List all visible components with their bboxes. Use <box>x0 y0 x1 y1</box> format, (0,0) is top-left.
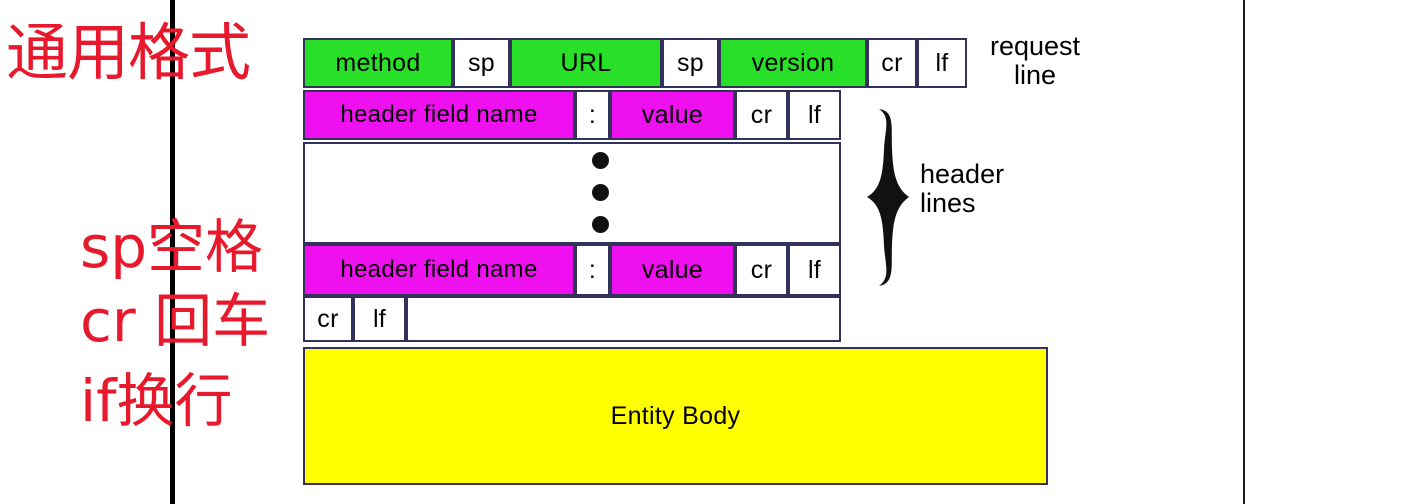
annotation-note-lf: if换行 <box>80 367 233 435</box>
cell-lf-header-n: lf <box>788 244 841 296</box>
cell-header-field-name-1: header field name <box>303 90 575 140</box>
cell-blank-line-filler <box>406 296 841 342</box>
vertical-divider-right <box>1243 0 1245 504</box>
cell-cr-request-line: cr <box>867 38 917 88</box>
cell-version: version <box>719 38 867 88</box>
cell-cr-header-n: cr <box>735 244 788 296</box>
cell-header-ellipsis-row <box>303 142 841 244</box>
cell-sp-1: sp <box>453 38 510 88</box>
vertical-ellipsis-icon <box>592 152 610 236</box>
ellipsis-dot-1 <box>592 152 609 169</box>
ellipsis-dot-2 <box>592 184 609 201</box>
cell-header-field-name-n: header field name <box>303 244 575 296</box>
cell-method: method <box>303 38 453 88</box>
curly-brace-icon <box>867 109 909 286</box>
cell-value-1: value <box>610 90 735 140</box>
cell-lf-blank-line: lf <box>353 296 406 342</box>
vertical-divider-left <box>170 0 175 504</box>
ellipsis-dot-3 <box>592 216 609 233</box>
cell-colon-n: : <box>575 244 610 296</box>
cell-lf-request-line: lf <box>917 38 967 88</box>
annotation-note-cr: cr 回车 <box>80 287 271 355</box>
cell-value-n: value <box>610 244 735 296</box>
label-header-lines: header lines <box>920 159 1005 219</box>
cell-url: URL <box>510 38 662 88</box>
cell-lf-header-1: lf <box>788 90 841 140</box>
annotation-note-sp: sp空格 <box>80 213 264 281</box>
cell-colon-1: : <box>575 90 610 140</box>
cell-sp-2: sp <box>662 38 719 88</box>
cell-entity-body: Entity Body <box>303 347 1048 485</box>
annotation-title-cn: 通用格式 <box>6 16 251 89</box>
cell-cr-header-1: cr <box>735 90 788 140</box>
label-request-line: request line <box>989 31 1081 91</box>
cell-cr-blank-line: cr <box>303 296 353 342</box>
